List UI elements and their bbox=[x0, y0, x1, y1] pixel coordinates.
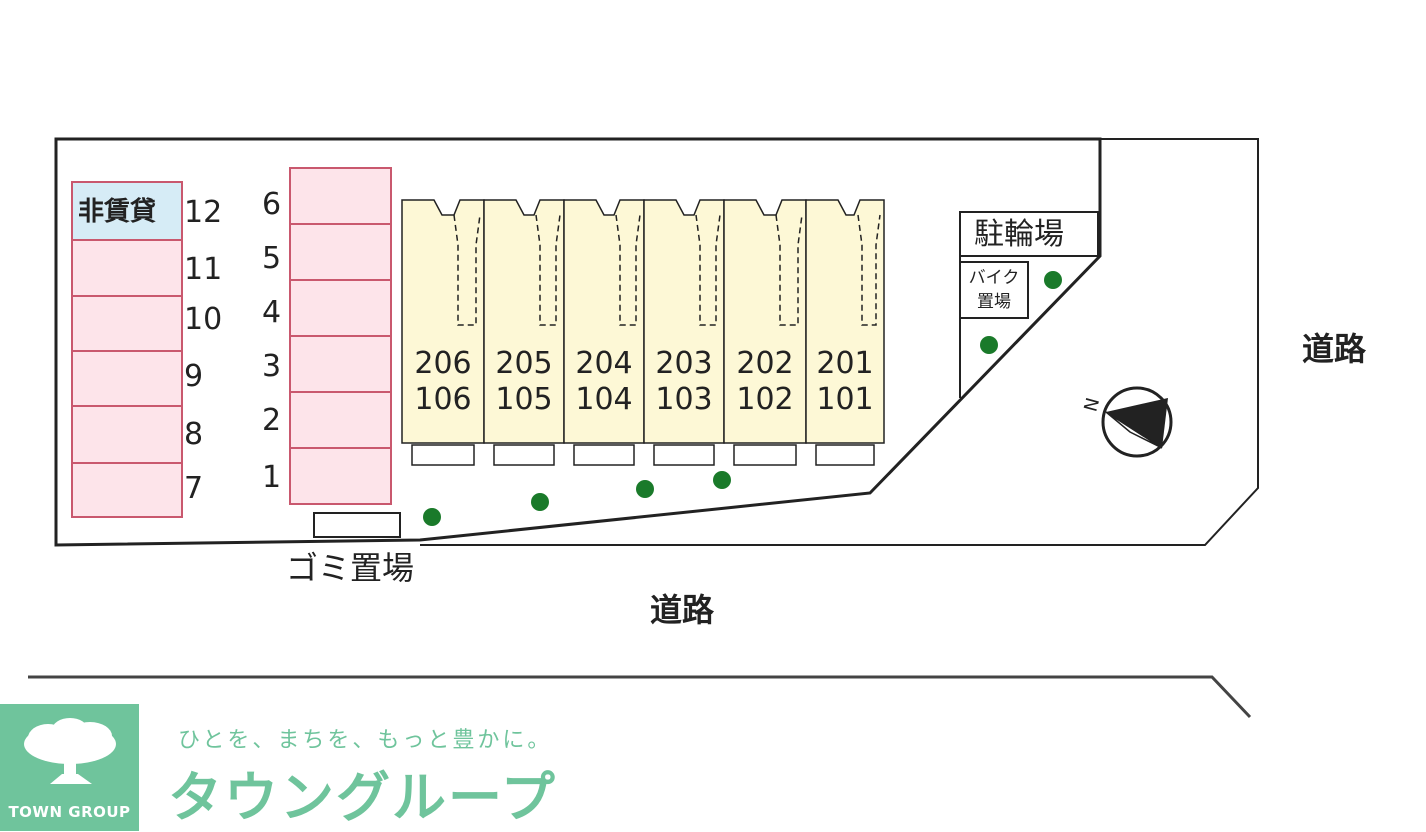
bike-parking-label-1: バイク bbox=[968, 268, 1020, 288]
unit-block bbox=[401, 199, 485, 444]
road-bottom-label: 道路 bbox=[650, 591, 715, 629]
entrance-step bbox=[733, 444, 797, 466]
entrance-step bbox=[411, 444, 475, 466]
parking-space-reserved bbox=[71, 181, 183, 241]
road-bottom-edge bbox=[28, 675, 1252, 719]
unit-number: 106 bbox=[414, 382, 472, 417]
parking-number: 2 bbox=[262, 403, 282, 438]
parking-number: 3 bbox=[262, 349, 282, 384]
parking-space bbox=[71, 239, 183, 297]
road-right-label: 道路 bbox=[1302, 330, 1367, 368]
building bbox=[401, 199, 885, 466]
bicycle-parking-label: 駐輪場 bbox=[974, 217, 1064, 252]
bike-parking-label-2: 置場 bbox=[977, 292, 1011, 312]
brand-logo: TOWN GROUP bbox=[0, 704, 139, 831]
balcony-outline bbox=[453, 214, 481, 326]
balcony-outline bbox=[535, 214, 561, 326]
parking-number: 4 bbox=[262, 295, 282, 330]
entrance-step bbox=[573, 444, 635, 466]
parking-space bbox=[289, 279, 392, 337]
balcony-outline bbox=[857, 214, 881, 326]
tree bbox=[636, 480, 654, 498]
parking-space bbox=[289, 391, 392, 449]
tree bbox=[423, 508, 441, 526]
unit-number: 202 bbox=[736, 346, 794, 381]
compass-icon bbox=[1101, 386, 1173, 458]
unit-number: 201 bbox=[816, 346, 874, 381]
reserved-label: 非賃貸 bbox=[78, 197, 157, 227]
entrance-step bbox=[653, 444, 715, 466]
parking-space bbox=[289, 223, 392, 281]
parking-space bbox=[71, 462, 183, 518]
entrance-step bbox=[815, 444, 875, 466]
unit-number: 103 bbox=[655, 382, 713, 417]
parking-space bbox=[71, 405, 183, 464]
unit-number: 204 bbox=[575, 346, 633, 381]
balcony-outline bbox=[775, 214, 803, 326]
road-right-outline bbox=[420, 138, 1259, 546]
parking-space bbox=[289, 447, 392, 505]
parking-space bbox=[71, 295, 183, 352]
parking-space bbox=[289, 167, 392, 225]
unit-block bbox=[723, 199, 807, 444]
trees bbox=[423, 271, 1062, 526]
entrance-step bbox=[493, 444, 555, 466]
parking-number: 1 bbox=[262, 460, 282, 495]
brand-name: TOWN GROUP bbox=[8, 803, 131, 821]
unit-block bbox=[483, 199, 565, 444]
tree bbox=[531, 493, 549, 511]
unit-block bbox=[805, 199, 885, 444]
balcony-outline bbox=[615, 214, 641, 326]
garbage-label: ゴミ置場 bbox=[286, 549, 415, 587]
company-name: タウングループ bbox=[168, 766, 557, 829]
parking-number: 6 bbox=[262, 187, 282, 222]
unit-block bbox=[643, 199, 725, 444]
parking-number: 12 bbox=[184, 195, 223, 230]
parking-number: 7 bbox=[184, 471, 204, 506]
bicycle-parking-box bbox=[959, 211, 1099, 257]
tagline: ひとを、まちを、もっと豊かに。 bbox=[178, 728, 553, 753]
parking-number: 5 bbox=[262, 241, 282, 276]
parking-number: 10 bbox=[184, 302, 223, 337]
tree bbox=[980, 336, 998, 354]
parking-number: 8 bbox=[184, 417, 204, 452]
unit-number: 102 bbox=[736, 382, 794, 417]
unit-block bbox=[563, 199, 645, 444]
unit-number: 206 bbox=[414, 346, 472, 381]
tree-logo-icon bbox=[24, 718, 116, 784]
tree bbox=[713, 471, 731, 489]
parking-mid bbox=[289, 167, 392, 505]
unit-number: 105 bbox=[495, 382, 553, 417]
parking-number: 11 bbox=[184, 252, 223, 287]
garbage-station bbox=[313, 512, 401, 538]
tree bbox=[1044, 271, 1062, 289]
parking-space bbox=[289, 335, 392, 393]
unit-number: 203 bbox=[655, 346, 713, 381]
unit-number: 101 bbox=[816, 382, 874, 417]
parking-space bbox=[71, 350, 183, 407]
unit-number: 104 bbox=[575, 382, 633, 417]
parking-number: 9 bbox=[184, 359, 204, 394]
balcony-outline bbox=[695, 214, 721, 326]
parking-left bbox=[71, 181, 183, 518]
unit-number: 205 bbox=[495, 346, 553, 381]
